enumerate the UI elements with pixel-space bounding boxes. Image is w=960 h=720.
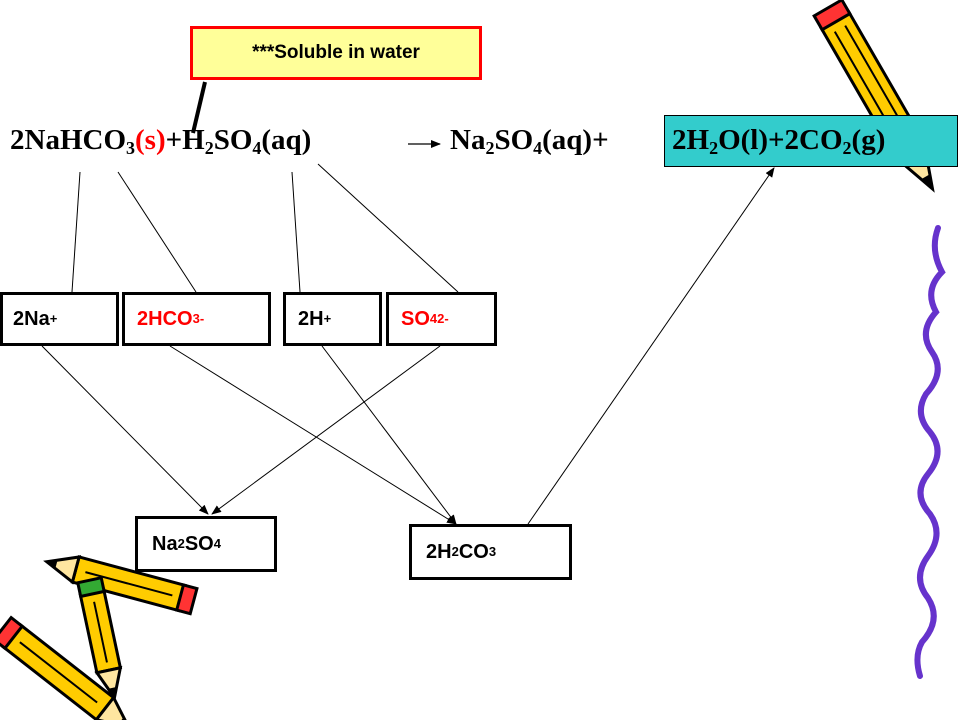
line-so4-source — [317, 163, 459, 293]
solid-state-label: (s) — [135, 124, 166, 156]
reactants: 2NaHCO3(s)+H2SO4(aq) — [10, 124, 312, 158]
note-pointer-line — [191, 81, 207, 134]
ion-box-hydrogen: 2H+ — [283, 292, 382, 346]
pencil-icon — [43, 555, 199, 616]
arrow-h-to-h2co3 — [321, 345, 457, 525]
squiggle-line-icon — [914, 225, 946, 679]
arrow-na-to-na2so4 — [41, 345, 209, 515]
ion-box-sodium: 2Na+ — [0, 292, 119, 346]
soluble-note-text: ***Soluble in water — [252, 42, 420, 63]
pencil-icon — [75, 575, 123, 702]
line-na-source — [71, 171, 81, 293]
soluble-note: ***Soluble in water — [190, 26, 482, 80]
arrow-hco3-to-h2co3 — [169, 345, 457, 525]
line-h-source — [291, 171, 301, 293]
products-highlight — [664, 115, 958, 167]
line-hco3-source — [117, 171, 197, 293]
arrow-so4-to-na2so4 — [211, 345, 441, 515]
arrow-h2co3-to-products — [527, 167, 775, 525]
product-water-co2: 2H2O(l)+2CO2(g) — [672, 124, 886, 158]
product-sodium-sulfate: Na2SO4(aq)+ — [450, 124, 609, 158]
pencil-icon — [812, 0, 935, 193]
